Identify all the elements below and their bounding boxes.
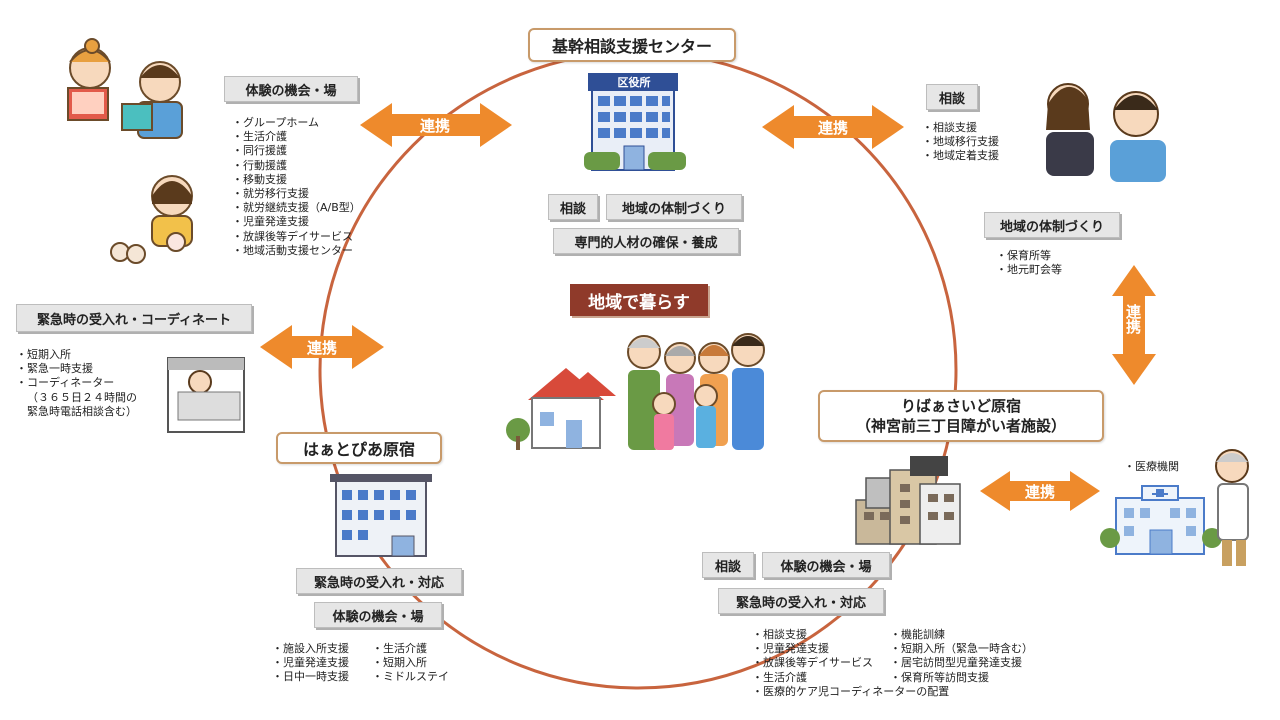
- list-item: 児童発達支援: [232, 215, 361, 229]
- list-item: 同行援護: [232, 144, 361, 158]
- girl-with-toys-illustration: [110, 175, 193, 264]
- hearttopia-title: はぁとぴあ原宿: [276, 432, 442, 464]
- liberside-title-line2: （神宮前三丁目障がい者施設）: [855, 417, 1066, 435]
- list-item: 相談支援: [752, 628, 949, 642]
- list-item: 医療的ケア児コーディネーターの配置: [752, 685, 949, 699]
- list-item: 短期入所（緊急一時含む）: [890, 642, 1033, 656]
- link-arrow-top-left: [360, 103, 512, 147]
- left-mid-service-list: 短期入所 緊急一時支援 コーディネーター （３６５日２４時間の 緊急時電話相談含…: [16, 348, 137, 419]
- hearttopia-list-col1: 施設入所支援 児童発達支援 日中一時支援: [272, 642, 349, 685]
- hearttopia-tag-experience: 体験の機会・場: [314, 602, 442, 628]
- list-item: 保育所等: [996, 249, 1062, 263]
- list-item: 居宅訪問型児童発達支援: [890, 656, 1033, 670]
- list-item: 医療機関: [1124, 460, 1179, 474]
- list-item: ミドルステイ: [372, 670, 449, 684]
- list-item: 地域移行支援: [922, 135, 999, 149]
- list-item: 生活介護: [372, 642, 449, 656]
- link-arrow-bottom-right: [980, 471, 1100, 511]
- liberside-list-col1: 相談支援 児童発達支援 放課後等デイサービス 生活介護 医療的ケア児コーディネー…: [752, 628, 949, 699]
- list-item: 地域活動支援センター: [232, 244, 361, 258]
- hearttopia-tag-emergency: 緊急時の受入れ・対応: [296, 568, 462, 594]
- right-top-tag-consultation: 相談: [926, 84, 978, 110]
- list-item: 相談支援: [922, 121, 999, 135]
- list-item: 放課後等デイサービス: [232, 230, 361, 244]
- city-office-illustration: [584, 73, 686, 171]
- list-item: 短期入所: [372, 656, 449, 670]
- hospital-illustration: [1100, 485, 1222, 555]
- right-mid-tag-community-system: 地域の体制づくり: [984, 212, 1120, 238]
- center-tag-consultation: 相談: [548, 194, 598, 220]
- list-item: 放課後等デイサービス: [752, 656, 949, 670]
- link-label-top-left: 連携: [419, 117, 450, 135]
- list-item: 行動援護: [232, 159, 361, 173]
- left-top-tag-experience: 体験の機会・場: [224, 76, 358, 102]
- hearttopia-list-col2: 生活介護 短期入所 ミドルステイ: [372, 642, 449, 685]
- liberside-building-illustration: [855, 456, 961, 545]
- liberside-tag-emergency: 緊急時の受入れ・対応: [718, 588, 884, 614]
- link-arrow-right-vertical: [1112, 265, 1156, 385]
- list-note: （３６５日２４時間の: [27, 390, 137, 404]
- center-tag-professional-training: 専門的人材の確保・養成: [553, 228, 739, 254]
- list-item: コーディネーター: [16, 376, 137, 390]
- list-item: 移動支援: [232, 173, 361, 187]
- consultation-illustration: [1046, 83, 1166, 182]
- list-item: 児童発達支援: [272, 656, 349, 670]
- left-top-service-list: グループホーム 生活介護 同行援護 行動援護 移動支援 就労移行支援 就労継続支…: [232, 116, 361, 258]
- list-note: 緊急時電話相談含む）: [27, 404, 137, 418]
- liberside-title-line1: りばぁさいど原宿: [900, 397, 1021, 415]
- city-office-sign: 区役所: [617, 76, 651, 89]
- list-item: 地元町会等: [996, 263, 1062, 277]
- children-reading-illustration: [67, 38, 183, 139]
- family-illustration: [627, 333, 765, 450]
- link-label-vertical-text: 連携: [1124, 304, 1142, 334]
- center-hub-title: 基幹相談支援センター: [528, 28, 736, 62]
- liberside-list-col2: 機能訓練 短期入所（緊急一時含む） 居宅訪問型児童発達支援 保育所等訪問支援: [890, 628, 1033, 685]
- center-tag-community-system: 地域の体制づくり: [606, 194, 742, 220]
- liberside-title: りばぁさいど原宿 （神宮前三丁目障がい者施設）: [818, 390, 1104, 442]
- left-mid-tag-emergency-coordination: 緊急時の受入れ・コーディネート: [16, 304, 252, 332]
- list-item: 短期入所: [16, 348, 137, 362]
- live-in-community-banner: 地域で暮らす: [570, 284, 708, 316]
- list-item: 地域定着支援: [922, 149, 999, 163]
- list-item: 緊急一時支援: [16, 362, 137, 376]
- right-top-service-list: 相談支援 地域移行支援 地域定着支援: [922, 121, 999, 164]
- list-item: 機能訓練: [890, 628, 1033, 642]
- list-item: 児童発達支援: [752, 642, 949, 656]
- list-item: グループホーム: [232, 116, 361, 130]
- liberside-tag-experience: 体験の機会・場: [762, 552, 890, 578]
- patient-in-bed-illustration: [167, 357, 245, 433]
- link-arrow-left-mid: [260, 325, 384, 369]
- list-item: 生活介護: [232, 130, 361, 144]
- link-label-top-right: 連携: [817, 119, 848, 137]
- liberside-tag-consultation: 相談: [702, 552, 754, 578]
- hearttopia-building-illustration: [330, 474, 432, 557]
- doctor-illustration: [1215, 449, 1249, 566]
- right-mid-list: 保育所等 地元町会等: [996, 249, 1062, 277]
- link-label-left-mid: 連携: [306, 339, 337, 357]
- medical-list: 医療機関: [1124, 460, 1179, 474]
- list-item: 就労継続支援（A/B型）: [232, 201, 361, 215]
- list-item: 施設入所支援: [272, 642, 349, 656]
- house-illustration: [506, 368, 616, 450]
- list-item: 生活介護: [752, 671, 949, 685]
- link-label-right-vertical: 連携: [1124, 304, 1144, 334]
- list-item: 保育所等訪問支援: [890, 671, 1033, 685]
- link-arrow-top-right: [762, 105, 904, 149]
- link-label-bottom-right: 連携: [1024, 483, 1055, 501]
- list-item: 就労移行支援: [232, 187, 361, 201]
- list-item: 日中一時支援: [272, 670, 349, 684]
